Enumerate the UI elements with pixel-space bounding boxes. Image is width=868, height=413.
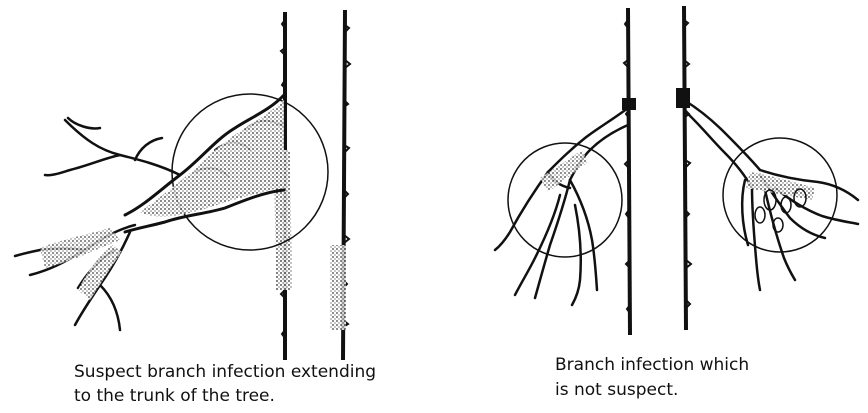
left-panel-illustration — [15, 10, 350, 360]
left-caption-line-1: Suspect branch infection extending — [74, 360, 376, 384]
right-panel-illustration — [495, 6, 858, 335]
left-caption-line-2: to the trunk of the tree. — [74, 384, 275, 408]
right-caption-line-2: is not suspect. — [555, 378, 678, 402]
left-trunk-edge-b — [330, 10, 350, 360]
left-canker-area — [140, 100, 284, 217]
right-infection-circle-right — [723, 138, 837, 252]
right-trunk-edge-b — [676, 6, 691, 330]
right-right-branch — [684, 100, 858, 290]
right-left-branch — [495, 108, 628, 305]
left-upper-twig — [45, 118, 180, 175]
right-caption-line-1: Branch infection which — [555, 353, 749, 377]
right-trunk-edge-a — [622, 8, 636, 335]
